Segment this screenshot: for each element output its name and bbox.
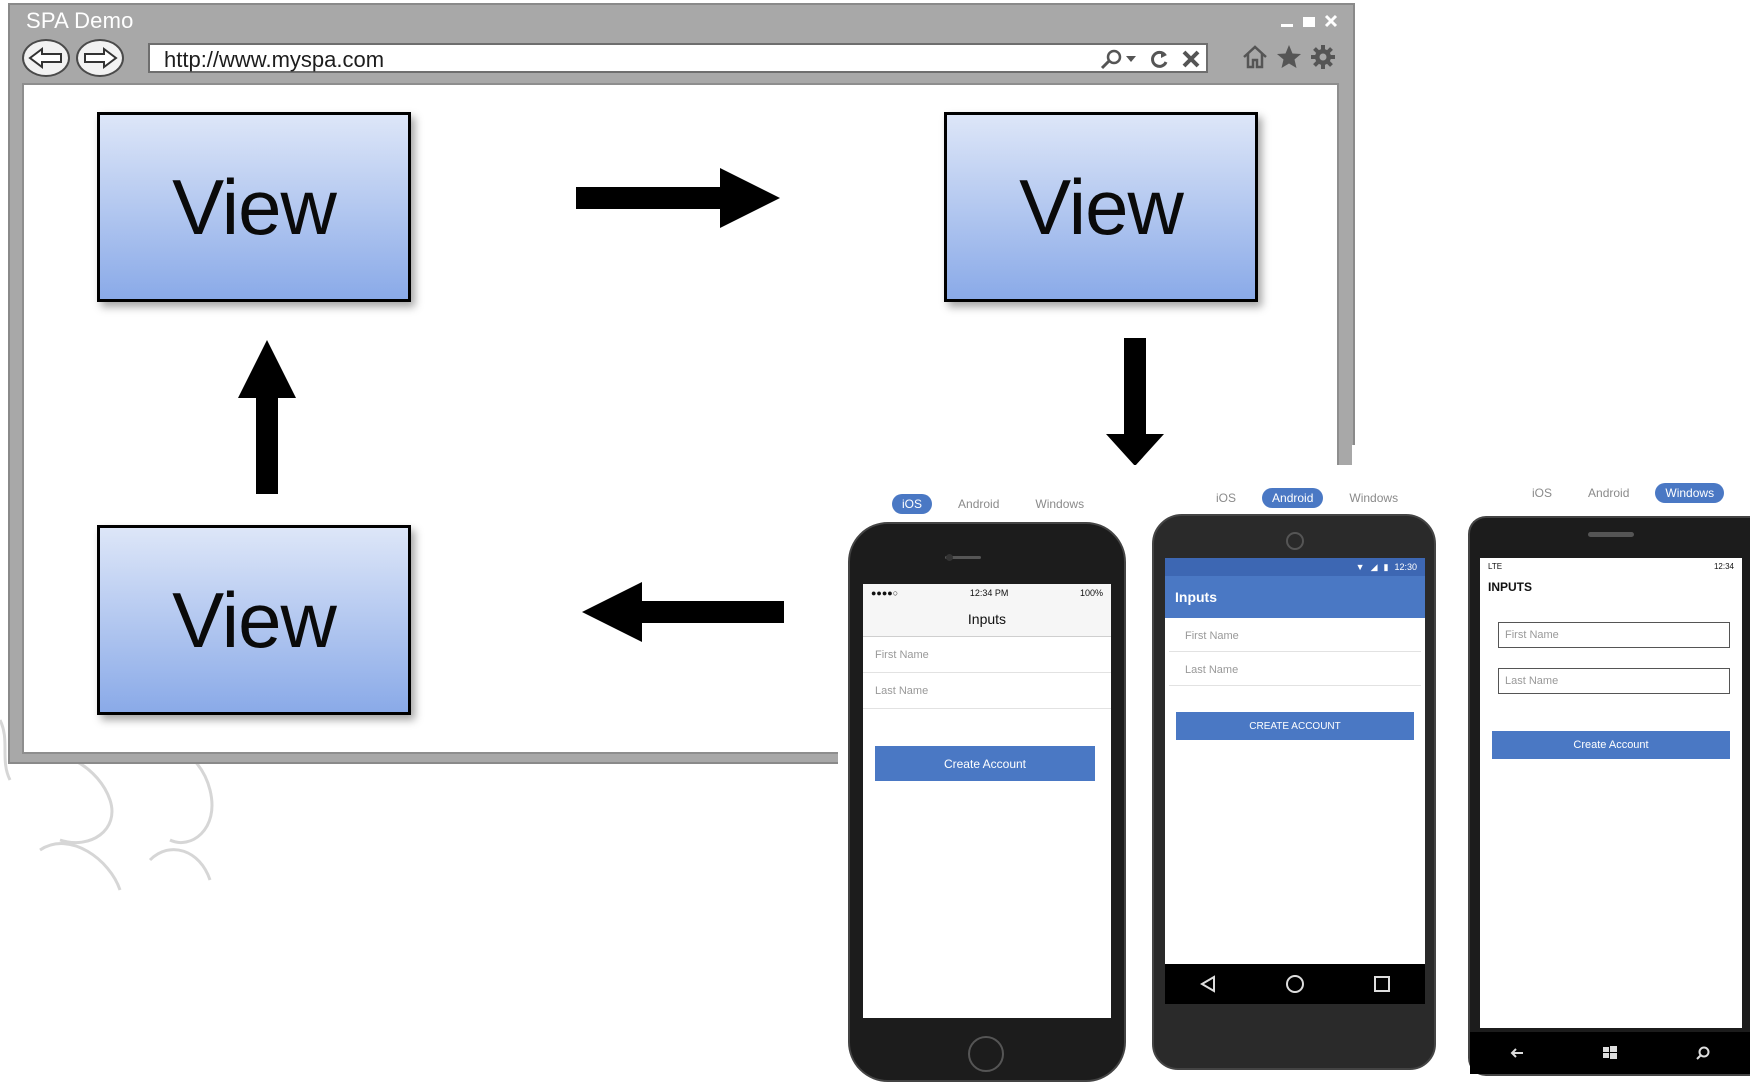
speaker-grill xyxy=(945,556,981,559)
last-name-input[interactable]: Last Name xyxy=(863,673,1111,709)
browser-toolbar xyxy=(1241,43,1337,71)
refresh-icon[interactable] xyxy=(1148,48,1170,70)
tab-windows[interactable]: Windows xyxy=(1035,497,1085,511)
first-name-input[interactable]: First Name xyxy=(1169,618,1421,652)
gear-icon[interactable] xyxy=(1309,43,1337,71)
address-bar[interactable]: http://www.myspa.com xyxy=(148,43,1208,73)
windows-nav-bar xyxy=(1470,1032,1750,1074)
windows-logo-icon[interactable] xyxy=(1602,1045,1618,1061)
url-text: http://www.myspa.com xyxy=(164,47,385,72)
android-nav-bar xyxy=(1165,964,1425,1004)
maximize-icon[interactable] xyxy=(1301,13,1317,29)
platform-tabs-windows: iOS Android Windows xyxy=(1522,483,1725,503)
battery-icon: ▮ xyxy=(1383,561,1389,572)
windows-clock: 12:34 xyxy=(1713,561,1734,571)
tab-ios[interactable]: iOS xyxy=(892,494,933,514)
network-indicator: LTE xyxy=(1488,561,1503,571)
create-account-button[interactable]: Create Account xyxy=(875,746,1095,781)
android-app-bar: Inputs xyxy=(1165,576,1425,618)
arrow-right xyxy=(576,168,780,228)
android-status-bar: ▼ ◢ ▮ 12:30 xyxy=(1165,558,1425,576)
create-account-button[interactable]: Create Account xyxy=(1492,731,1730,759)
home-icon[interactable] xyxy=(1241,43,1269,71)
platform-tabs-android: iOS Android Windows xyxy=(1206,488,1408,508)
windows-device: LTE 12:34 INPUTS First Name Last Name Cr… xyxy=(1468,516,1750,1076)
view-label: View xyxy=(1019,162,1184,251)
home-button[interactable] xyxy=(968,1036,1004,1072)
tab-android[interactable]: Android xyxy=(1588,486,1630,500)
view-box-top-left: View xyxy=(97,112,411,302)
windows-status-bar: LTE 12:34 xyxy=(1480,558,1742,574)
ios-clock: 12:34 PM xyxy=(969,588,1009,598)
close-icon[interactable] xyxy=(1323,13,1339,29)
arrow-up xyxy=(238,340,296,494)
last-name-input[interactable]: Last Name xyxy=(1498,668,1730,694)
tab-windows[interactable]: Windows xyxy=(1655,483,1725,503)
back-icon[interactable] xyxy=(1509,1046,1525,1060)
platform-tabs-ios: iOS Android Windows xyxy=(892,494,1094,514)
window-controls xyxy=(1279,13,1339,29)
home-icon[interactable] xyxy=(1285,974,1305,994)
arrow-down xyxy=(1106,338,1164,466)
tab-android[interactable]: Android xyxy=(1262,488,1324,508)
forward-arrow-icon xyxy=(84,47,118,69)
view-label: View xyxy=(172,575,337,664)
back-button[interactable] xyxy=(22,39,70,77)
window-title: SPA Demo xyxy=(26,8,134,33)
address-bar-icons xyxy=(1098,48,1202,70)
view-label: View xyxy=(172,162,337,251)
recents-icon[interactable] xyxy=(1373,975,1391,993)
battery-text: 100% xyxy=(1079,588,1103,598)
wifi-icon: ▼ xyxy=(1355,562,1365,572)
view-box-bottom-left: View xyxy=(97,525,411,715)
ios-screen: ●●●●○ 12:34 PM 100% Inputs First Name La… xyxy=(863,584,1111,1018)
android-device: ▼ ◢ ▮ 12:30 Inputs First Name Last Name … xyxy=(1152,514,1436,1070)
view-box-top-right: View xyxy=(944,112,1258,302)
create-account-button[interactable]: CREATE ACCOUNT xyxy=(1176,712,1414,740)
arrow-left xyxy=(582,582,784,642)
first-name-input[interactable]: First Name xyxy=(1498,622,1730,648)
ios-status-bar: ●●●●○ 12:34 PM 100% xyxy=(863,584,1111,602)
tab-android[interactable]: Android xyxy=(958,497,1000,511)
android-screen: ▼ ◢ ▮ 12:30 Inputs First Name Last Name … xyxy=(1165,558,1425,1004)
android-clock: 12:30 xyxy=(1394,562,1417,572)
minimize-icon[interactable] xyxy=(1279,13,1295,29)
search-icon[interactable] xyxy=(1695,1045,1711,1061)
tab-ios[interactable]: iOS xyxy=(1532,486,1553,500)
star-icon[interactable] xyxy=(1275,43,1303,71)
windows-screen: LTE 12:34 INPUTS First Name Last Name Cr… xyxy=(1480,558,1742,1028)
search-dropdown-icon[interactable] xyxy=(1098,48,1138,70)
tab-windows[interactable]: Windows xyxy=(1349,491,1399,505)
windows-page-title: INPUTS xyxy=(1488,580,1533,594)
ios-nav-title: Inputs xyxy=(863,602,1111,637)
first-name-input[interactable]: First Name xyxy=(863,637,1111,673)
forward-button[interactable] xyxy=(76,39,124,77)
phones-backdrop-top xyxy=(1352,445,1750,475)
last-name-input[interactable]: Last Name xyxy=(1169,652,1421,686)
front-camera-icon xyxy=(946,554,953,561)
signal-indicator: ●●●●○ xyxy=(871,588,899,598)
tab-ios[interactable]: iOS xyxy=(1216,491,1237,505)
stop-icon[interactable] xyxy=(1180,48,1202,70)
back-arrow-icon xyxy=(28,47,62,69)
front-camera-icon xyxy=(1286,532,1304,550)
signal-icon: ◢ xyxy=(1370,561,1378,572)
back-icon[interactable] xyxy=(1199,975,1217,993)
ios-device: ●●●●○ 12:34 PM 100% Inputs First Name La… xyxy=(848,522,1126,1082)
speaker-grill xyxy=(1588,532,1634,537)
